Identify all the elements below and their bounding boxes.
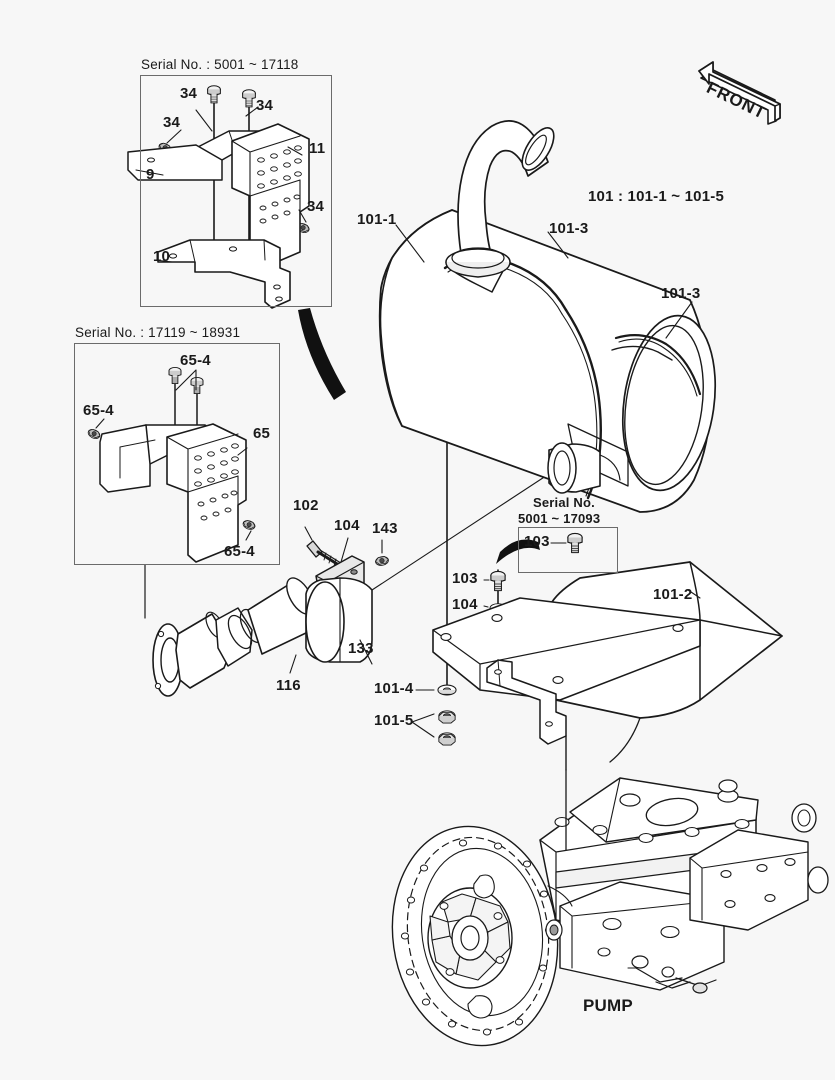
label-101-2: 101-2	[653, 586, 693, 603]
label-65: 65	[253, 425, 271, 442]
label-pump: PUMP	[583, 996, 633, 1015]
label-34-top-right: 34	[256, 97, 274, 114]
washer-nut-stack	[411, 684, 457, 746]
flow-arrow-1	[298, 308, 346, 400]
inset2-assembly	[86, 366, 257, 563]
inset-serial-3-border	[518, 527, 618, 573]
label-101-1: 101-1	[357, 211, 397, 228]
label-133: 133	[348, 640, 374, 657]
clamp-133-assembly	[304, 526, 390, 665]
label-11: 11	[309, 140, 326, 157]
label-34-left: 34	[163, 114, 181, 131]
bracket-101-2	[432, 561, 783, 771]
label-102: 102	[293, 497, 319, 514]
label-9: 9	[146, 166, 155, 183]
inset-serial-3-label-line1: Serial No.	[533, 495, 595, 510]
label-65-4-top: 65-4	[180, 352, 211, 369]
label-116: 116	[276, 677, 301, 694]
inset-serial-1-border	[140, 75, 332, 307]
label-65-4-left: 65-4	[83, 402, 114, 419]
label-104-b: 104	[452, 596, 478, 613]
bolt-103-washer-104	[483, 570, 507, 613]
inset3-assembly	[550, 532, 583, 554]
label-101-3-upper: 101-3	[549, 220, 589, 237]
label-103: 103	[452, 570, 478, 587]
label-101-3-lower: 101-3	[661, 285, 701, 302]
label-65-4-bottom: 65-4	[224, 543, 255, 560]
label-34-top-left: 34	[180, 85, 198, 102]
label-34-lower-right: 34	[307, 198, 325, 215]
inset-serial-2-border	[74, 343, 280, 565]
label-143: 143	[372, 520, 398, 537]
label-101-5: 101-5	[374, 712, 414, 729]
pump-assembly	[391, 769, 829, 1047]
muffler-assembly	[378, 119, 717, 513]
label-10: 10	[153, 248, 171, 265]
inset-serial-3-label-line2: 5001 ~ 17093	[518, 511, 601, 526]
label-103-inset: 103	[524, 533, 550, 550]
label-101-4: 101-4	[374, 680, 414, 697]
inset-serial-2-label: Serial No. : 17119 ~ 18931	[75, 325, 241, 340]
label-101-group-note: 101 : 101-1 ~ 101-5	[588, 188, 724, 205]
label-104-a: 104	[334, 517, 360, 534]
inset1-assembly	[127, 85, 311, 309]
flow-arrow-2	[496, 539, 540, 564]
front-arrow-icon	[698, 61, 781, 125]
inset-serial-1-label: Serial No. : 5001 ~ 17118	[141, 57, 299, 72]
